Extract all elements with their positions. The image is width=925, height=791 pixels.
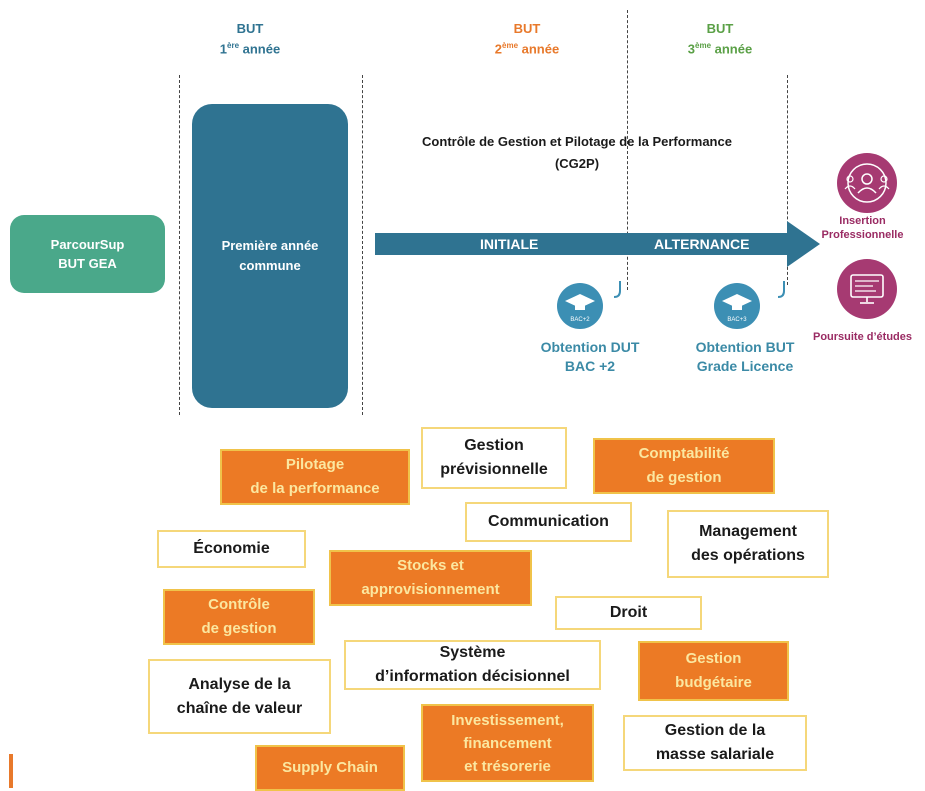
keyword-stocks-approvisionnement: Stocks et approvisionnement <box>329 550 532 606</box>
year-3-subtitle: 3ème année <box>687 41 753 57</box>
year-2-subtitle: 2ème année <box>494 41 560 57</box>
badge-caption-2: Obtention BUT Grade Licence <box>675 338 815 376</box>
parcoursup-line2: BUT GEA <box>58 256 117 271</box>
first-year-line1: Première année <box>221 238 319 253</box>
separator-line-4 <box>787 75 788 285</box>
keyword-droit: Droit <box>555 596 702 630</box>
parcoursup-line1: ParcourSup <box>50 237 125 252</box>
badge-1-line1: Obtention DUT <box>540 339 640 355</box>
keyword-analyse-chaine-valeur: Analyse de la chaîne de valeur <box>148 659 331 734</box>
arrow-label-alternance: ALTERNANCE <box>654 236 750 252</box>
separator-line-2 <box>362 75 363 415</box>
keyword-comptabilite-gestion: Comptabilité de gestion <box>593 438 775 494</box>
svg-text:BAC+3: BAC+3 <box>727 317 747 323</box>
keyword-systeme-information: Système d’information décisionnel <box>344 640 601 690</box>
badge-1-line2: BAC +2 <box>564 358 616 374</box>
track-title: Contrôle de Gestion et Pilotage de la Pe… <box>372 131 782 175</box>
keyword-supply-chain: Supply Chain <box>255 745 405 791</box>
keyword-investissement-financement: Investissement, financement et trésoreri… <box>421 704 594 782</box>
year-1-label: BUT <box>236 21 264 36</box>
year-1-subtitle: 1ère année <box>219 41 281 57</box>
outcome-1-line1: Insertion <box>839 215 886 227</box>
year-3-label: BUT <box>706 21 734 36</box>
badge-caption-1: Obtention DUT BAC +2 <box>520 338 660 376</box>
orange-marker <box>9 754 13 788</box>
keyword-pilotage-performance: Pilotage de la performance <box>220 449 410 505</box>
year-header-1: BUT 1ère année <box>200 20 300 57</box>
first-year-box: Première année commune <box>192 104 348 408</box>
keyword-management-operations: Management des opérations <box>667 510 829 578</box>
keyword-gestion-budgetaire: Gestion budgétaire <box>638 641 789 701</box>
track-abbr: (CG2P) <box>554 156 600 171</box>
separator-line-1 <box>179 75 180 415</box>
outcome-caption-1: Insertion Professionnelle <box>800 214 925 242</box>
year-header-3: BUT 3ème année <box>670 20 770 57</box>
badge-2-line1: Obtention BUT <box>695 339 795 355</box>
outcome-caption-2: Poursuite d’études <box>800 330 925 344</box>
parcoursup-box: ParcourSup BUT GEA <box>10 215 165 293</box>
keyword-masse-salariale: Gestion de la masse salariale <box>623 715 807 771</box>
separator-line-3 <box>627 10 628 290</box>
arrow-label-initiale: INITIALE <box>480 236 539 252</box>
badge-2-line2: Grade Licence <box>696 358 794 374</box>
graduation-badge-bac3: BAC+3 <box>714 281 785 329</box>
outcome-1-line2: Professionnelle <box>821 229 904 241</box>
people-icon <box>837 153 897 213</box>
keyword-communication: Communication <box>465 502 632 542</box>
graduation-badge-bac2: BAC+2 <box>557 281 621 329</box>
progress-arrow <box>375 221 820 267</box>
year-2-label: BUT <box>513 21 541 36</box>
first-year-line2: commune <box>239 258 301 273</box>
keyword-economie: Économie <box>157 530 306 568</box>
keyword-controle-gestion: Contrôle de gestion <box>163 589 315 645</box>
keyword-gestion-previsionnelle: Gestion prévisionnelle <box>421 427 567 489</box>
svg-text:BAC+2: BAC+2 <box>570 317 590 323</box>
monitor-icon <box>837 259 897 319</box>
year-header-2: BUT 2ème année <box>477 20 577 57</box>
outcome-2-line1: Poursuite d’études <box>812 331 913 343</box>
track-title-text: Contrôle de Gestion et Pilotage de la Pe… <box>422 134 732 149</box>
